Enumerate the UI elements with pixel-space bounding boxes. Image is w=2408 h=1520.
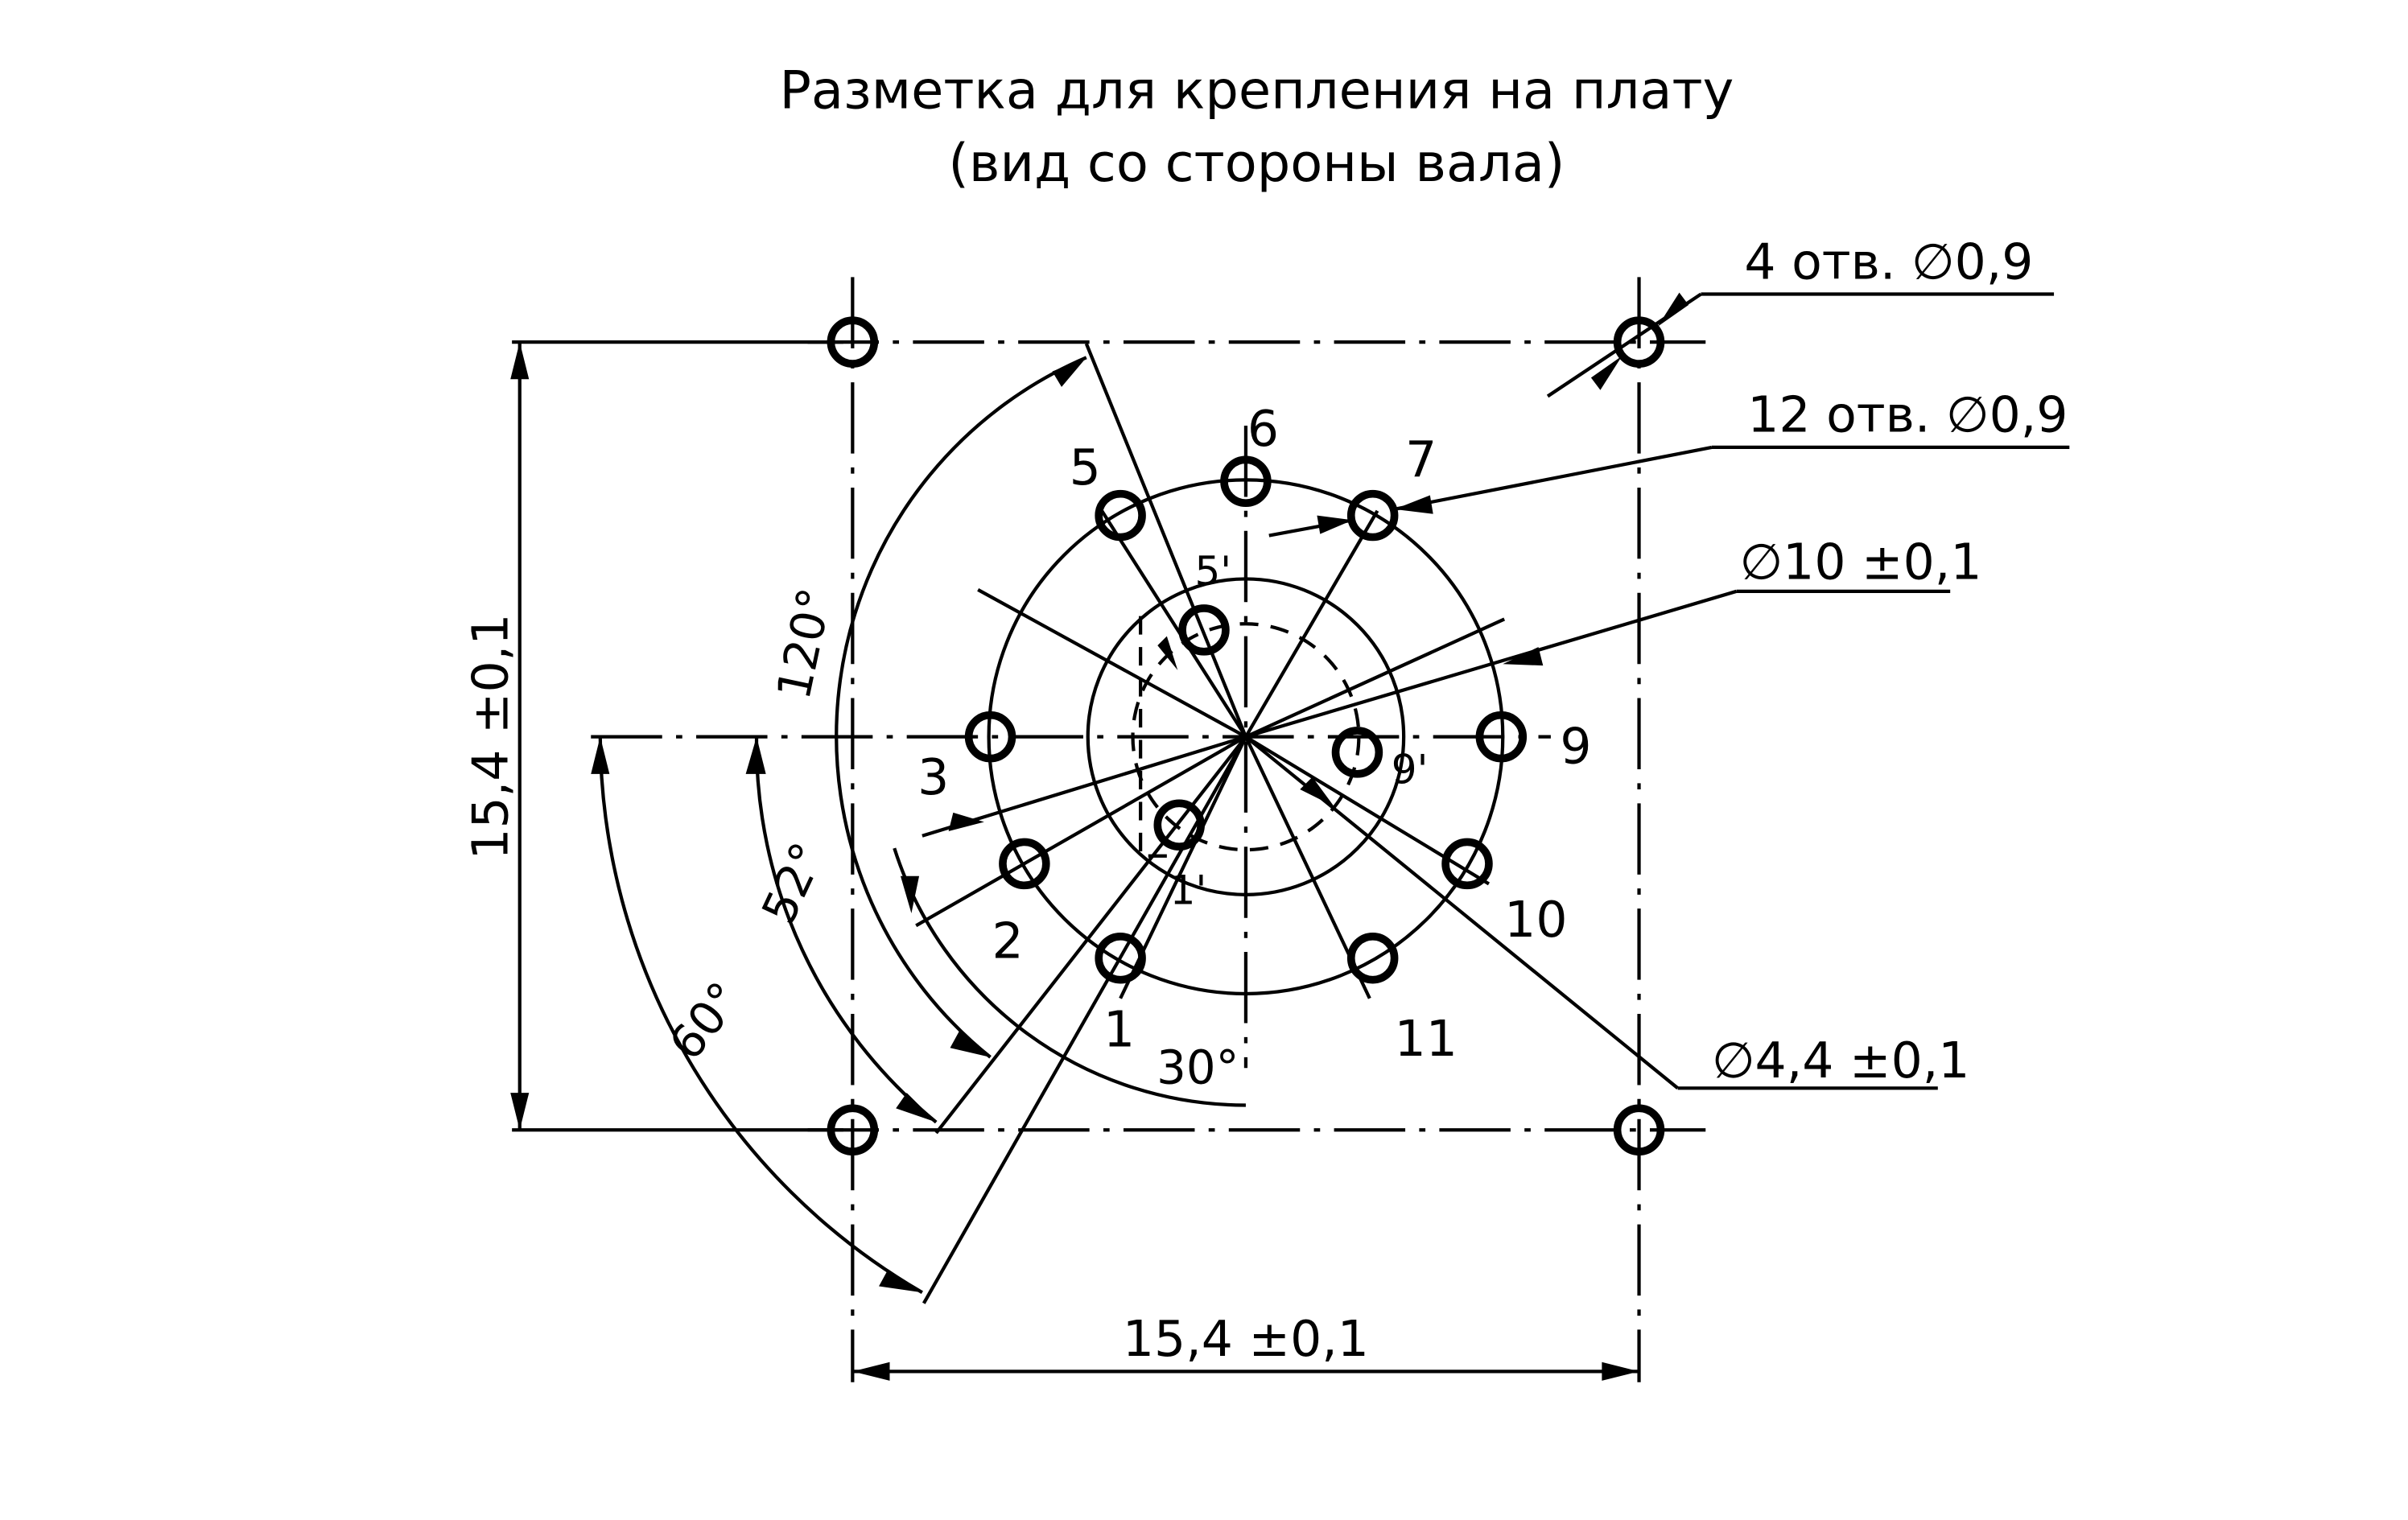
- circle-4-4-callout: ∅4,4 ±0,1: [948, 776, 1970, 1090]
- center-axes: [591, 425, 1551, 1069]
- angle-120-dimension: 120°: [766, 356, 1087, 1059]
- angle-52-text: 52°: [751, 834, 835, 932]
- hole-3: [964, 711, 1016, 763]
- height-dimension-text: 15,4 ±0,1: [461, 614, 519, 860]
- hole-9: [1475, 711, 1528, 763]
- ring-holes: [964, 455, 1528, 984]
- ring-holes-callout-text: 12 отв. ∅0,9: [1747, 386, 2068, 444]
- hole-11: [1346, 932, 1399, 984]
- width-dimension-text: 15,4 ±0,1: [1123, 1310, 1369, 1368]
- hole-label-9-prime: 9': [1392, 746, 1429, 793]
- hole-label-5: 5: [1070, 439, 1101, 496]
- title-line-1: Разметка для крепления на плату: [779, 60, 1734, 122]
- width-dimension: 15,4 ±0,1: [852, 1310, 1639, 1381]
- hole-labels: 1 2 3 5 6 7 9 10 11 1' 5' 9': [917, 400, 1591, 1068]
- hole-2: [999, 838, 1050, 890]
- hole-6: [1220, 455, 1272, 507]
- angle-120-text: 120°: [766, 583, 843, 704]
- hole-7: [1346, 489, 1399, 542]
- hole-9-prime: [1331, 727, 1383, 778]
- hole-label-11: 11: [1395, 1010, 1458, 1068]
- hole-10: [1441, 838, 1493, 890]
- hole-5: [1095, 489, 1146, 542]
- angle-30-dimension: 30°: [893, 847, 1246, 1107]
- board-square: [807, 277, 1706, 1382]
- title-line-2: (вид со стороны вала): [948, 133, 1565, 194]
- hole-label-9: 9: [1560, 717, 1591, 775]
- inner-contour: [1139, 616, 1180, 858]
- hole-1: [1095, 932, 1146, 984]
- corner-holes-callout: 4 отв. ∅0,9: [1546, 233, 2055, 398]
- hole-label-1: 1: [1103, 1000, 1135, 1058]
- hole-label-10: 10: [1504, 891, 1567, 949]
- hole-1-prime: [1153, 799, 1205, 851]
- hole-label-6: 6: [1247, 400, 1279, 458]
- corner-holes-callout-text: 4 отв. ∅0,9: [1744, 233, 2033, 290]
- hole-label-5-prime: 5': [1194, 548, 1231, 595]
- angle-60-dimension: 60°: [591, 736, 923, 1295]
- corner-hole-bottom-right: [1613, 1104, 1665, 1155]
- hole-label-7: 7: [1405, 430, 1437, 488]
- hole-5-prime: [1178, 604, 1230, 656]
- angle-30-text: 30°: [1157, 1040, 1239, 1095]
- radial-lines: [915, 343, 1679, 1304]
- hole-label-3: 3: [917, 748, 949, 806]
- corner-hole-top-right: [1613, 316, 1665, 368]
- hole-label-2: 2: [992, 912, 1023, 970]
- height-dimension: 15,4 ±0,1: [461, 340, 843, 1132]
- angle-60-text: 60°: [658, 972, 752, 1070]
- circle-10-callout-text: ∅10 ±0,1: [1740, 533, 1982, 591]
- hole-label-1-prime: 1': [1170, 867, 1207, 913]
- circle-10-callout: ∅10 ±0,1: [1157, 533, 1982, 739]
- circle-4-4-callout-text: ∅4,4 ±0,1: [1712, 1032, 1970, 1090]
- ring-holes-callout: 12 отв. ∅0,9: [1268, 386, 2070, 538]
